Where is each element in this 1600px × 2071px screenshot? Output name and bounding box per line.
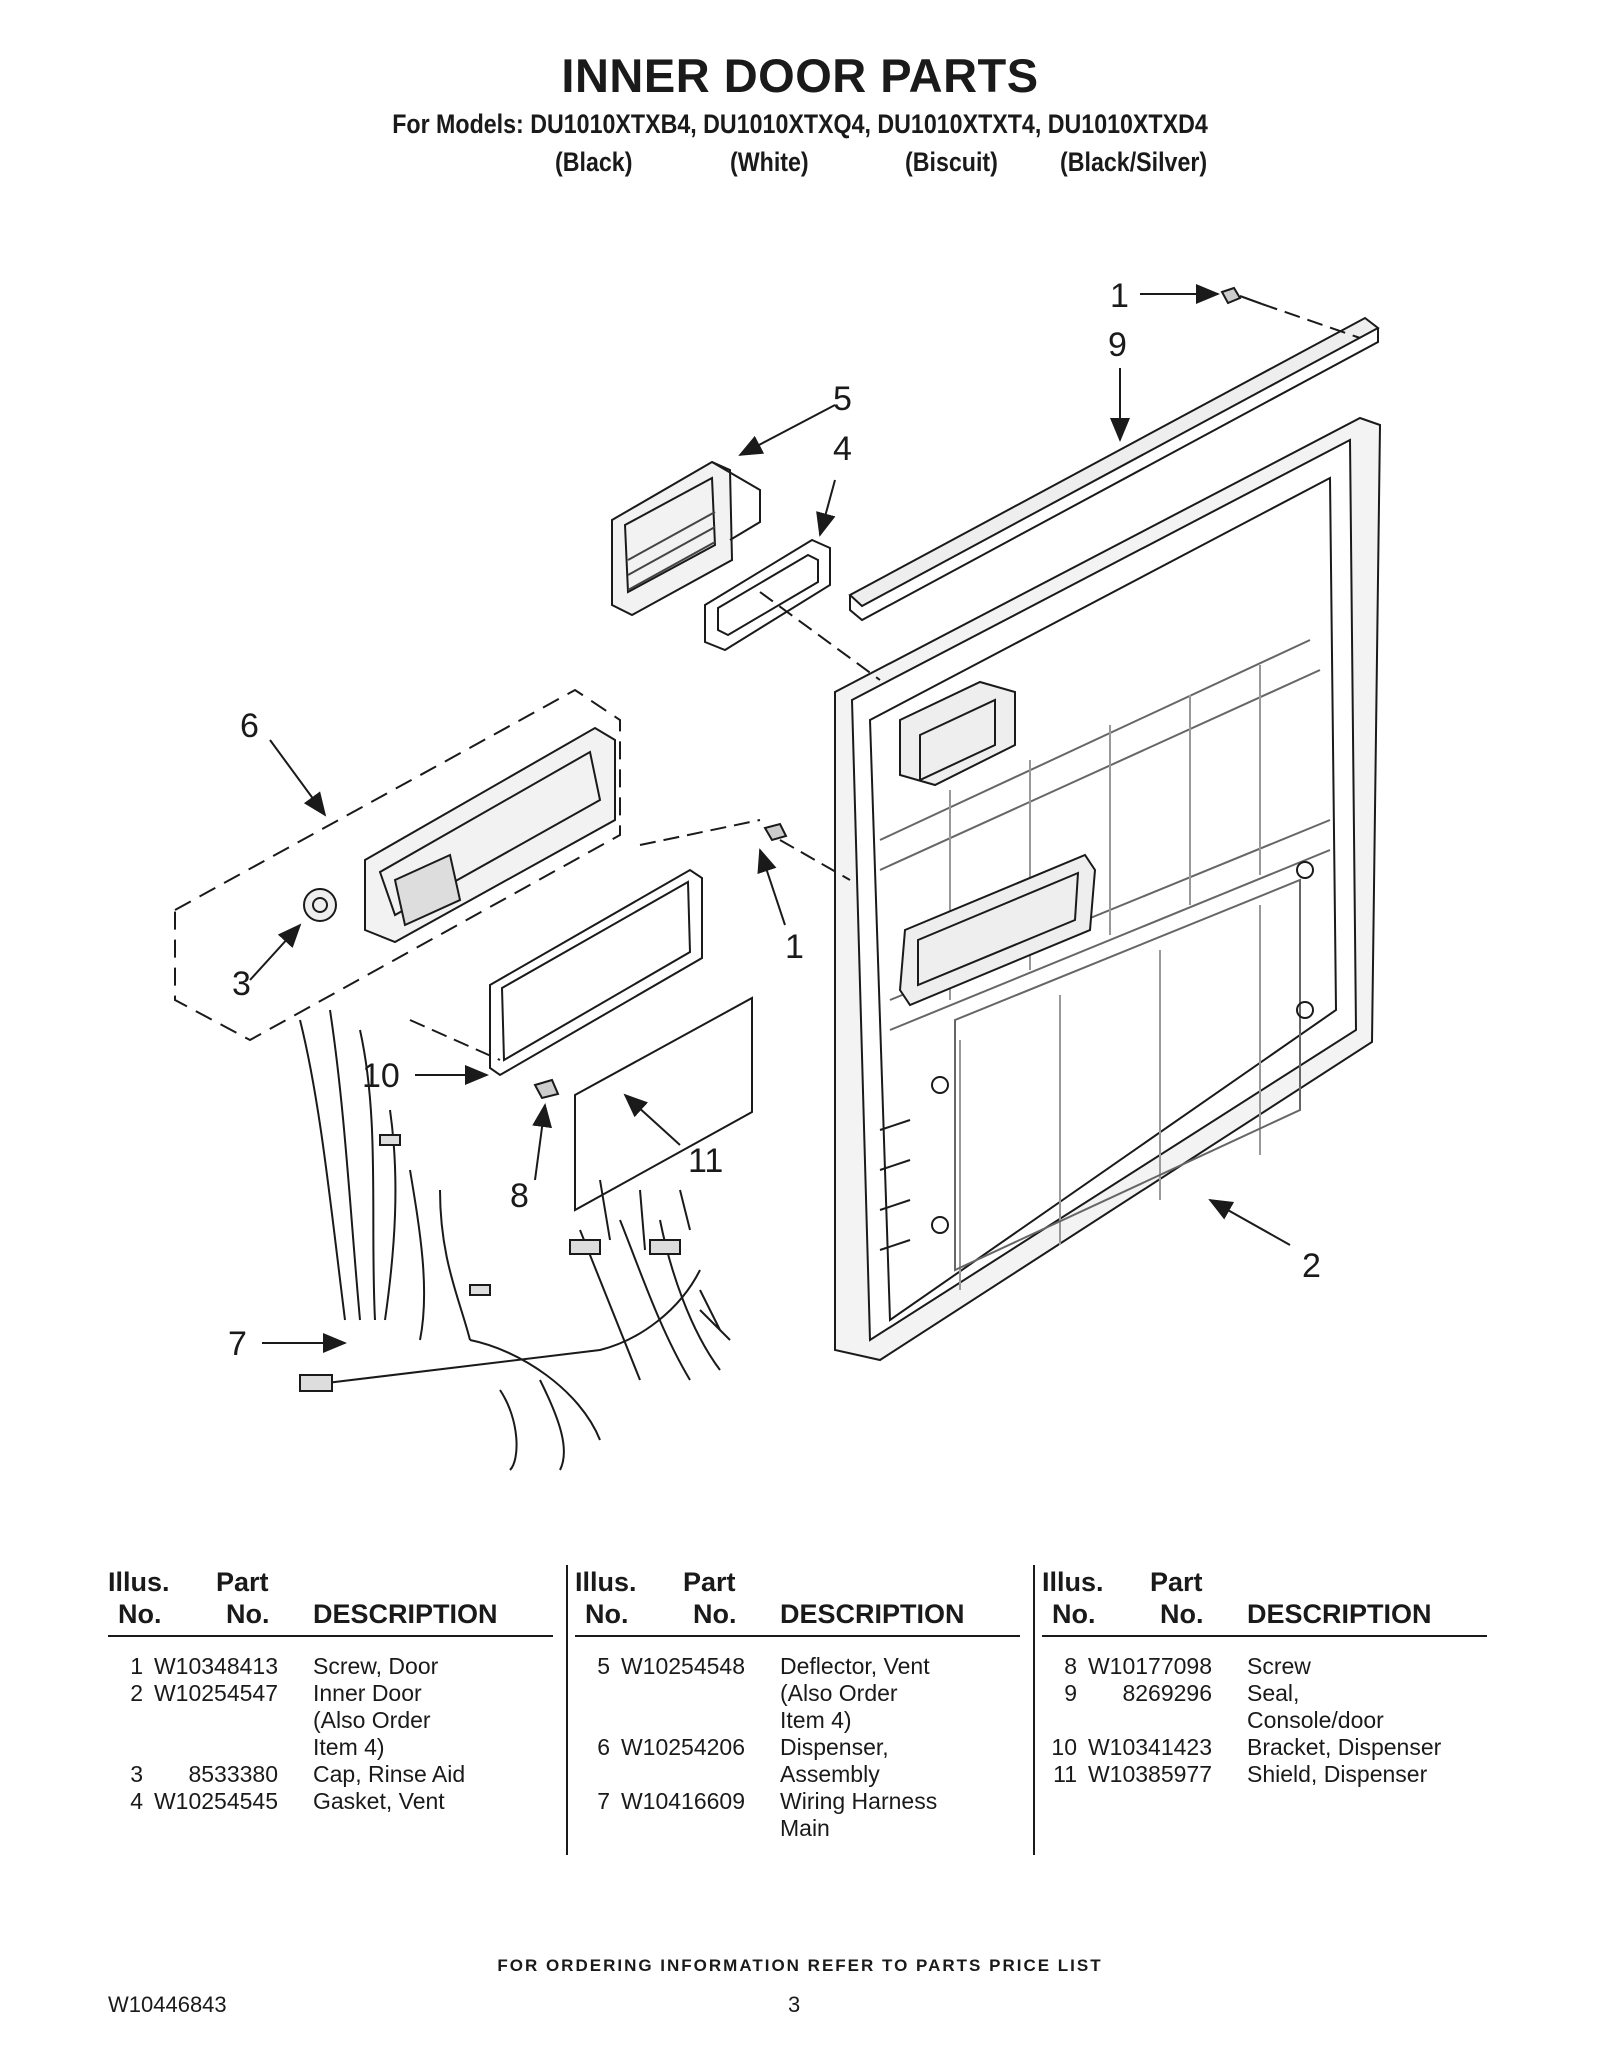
no-label: No.: [1052, 1599, 1096, 1629]
screw-top-illustration: [1220, 286, 1263, 305]
gasket-illustration: [704, 538, 831, 652]
parts-table-column-3: Illus. No. Part No. DESCRIPTION 8 W10177…: [1042, 1565, 1487, 1788]
callout-2: 2: [1302, 1247, 1321, 1285]
variant-white: (White): [730, 147, 809, 177]
shield-illustration: [574, 996, 753, 1212]
illus-label: Illus.: [575, 1567, 637, 1597]
models-line: For Models: DU1010XTXB4, DU1010XTXQ4, DU…: [392, 109, 1208, 139]
parts-table-column-2: Illus. No. Part No. DESCRIPTION 5 W10254…: [575, 1565, 1020, 1842]
bracket-illustration: [489, 868, 703, 1077]
table-row: 5 W10254548 Deflector, Vent (Also Order …: [597, 1653, 930, 1733]
table-row: 3 8533380 Cap, Rinse Aid: [130, 1761, 466, 1787]
illus-label: Illus.: [1042, 1567, 1104, 1597]
variant-biscuit: (Biscuit): [905, 147, 998, 177]
table-row: 2 W10254547 Inner Door (Also Order Item …: [130, 1680, 431, 1760]
part-label: Part: [216, 1567, 269, 1597]
table-row: 9 8269296 Seal, Console/door: [1064, 1680, 1384, 1733]
column-divider: [566, 1565, 568, 1855]
callout-5: 5: [833, 380, 852, 418]
exploded-parts-diagram: 1 9 5 4 6 3 1 10 8 11 7 2: [174, 277, 1382, 1471]
table-row: 7 W10416609 Wiring Harness Main: [597, 1788, 938, 1841]
part-label: Part: [1150, 1567, 1203, 1597]
variant-black: (Black): [555, 147, 633, 177]
deflector-illustration: [611, 460, 761, 617]
no-label: No.: [118, 1599, 162, 1629]
table-row: 8 W10177098 Screw: [1064, 1653, 1311, 1679]
part-no-label: No.: [1160, 1599, 1204, 1629]
ordering-note: FOR ORDERING INFORMATION REFER TO PARTS …: [497, 1956, 1103, 1975]
description-label: DESCRIPTION: [780, 1599, 965, 1629]
description-label: DESCRIPTION: [1247, 1599, 1432, 1629]
table-row: 4 W10254545 Gasket, Vent: [130, 1788, 445, 1814]
callout-4: 4: [833, 430, 852, 468]
wiring-harness-illustration: [299, 1009, 731, 1471]
callout-1-top: 1: [1110, 277, 1129, 315]
callout-8: 8: [510, 1177, 529, 1215]
table-row: 1 W10348413 Screw, Door: [130, 1653, 439, 1679]
illus-label: Illus.: [108, 1567, 170, 1597]
callout-9: 9: [1108, 326, 1127, 364]
table-row: 11 W10385977 Shield, Dispenser: [1053, 1761, 1428, 1787]
dispenser-group-illustration: [174, 688, 621, 1042]
table-header: Illus. No. Part No. DESCRIPTION: [575, 1565, 1020, 1637]
table-row: 6 W10254206 Dispenser, Assembly: [597, 1734, 889, 1787]
description-label: DESCRIPTION: [313, 1599, 498, 1629]
seal-illustration: [848, 316, 1380, 622]
callout-10: 10: [362, 1057, 400, 1095]
table-header: Illus. No. Part No. DESCRIPTION: [1042, 1565, 1487, 1637]
part-no-label: No.: [693, 1599, 737, 1629]
callout-3: 3: [232, 965, 251, 1003]
page-number: 3: [788, 1992, 801, 2017]
callout-1-mid: 1: [785, 928, 804, 966]
document-number: W10446843: [108, 1992, 227, 2017]
variant-black-silver: (Black/Silver): [1060, 147, 1208, 177]
inner-door-illustration: [834, 416, 1382, 1362]
no-label: No.: [585, 1599, 629, 1629]
parts-table-column-1: Illus. No. Part No. DESCRIPTION 1 W10348…: [108, 1565, 553, 1815]
column-divider: [1033, 1565, 1035, 1855]
screw-bracket-illustration: [533, 1078, 560, 1100]
part-no-label: No.: [226, 1599, 270, 1629]
table-row: 10 W10341423 Bracket, Dispenser: [1051, 1734, 1442, 1760]
page-title: INNER DOOR PARTS: [561, 49, 1039, 102]
callout-7: 7: [228, 1325, 247, 1363]
part-label: Part: [683, 1567, 736, 1597]
callout-6: 6: [240, 707, 259, 745]
callout-11: 11: [688, 1142, 723, 1180]
table-header: Illus. No. Part No. DESCRIPTION: [108, 1565, 553, 1637]
screw-mid-illustration: [763, 822, 788, 842]
